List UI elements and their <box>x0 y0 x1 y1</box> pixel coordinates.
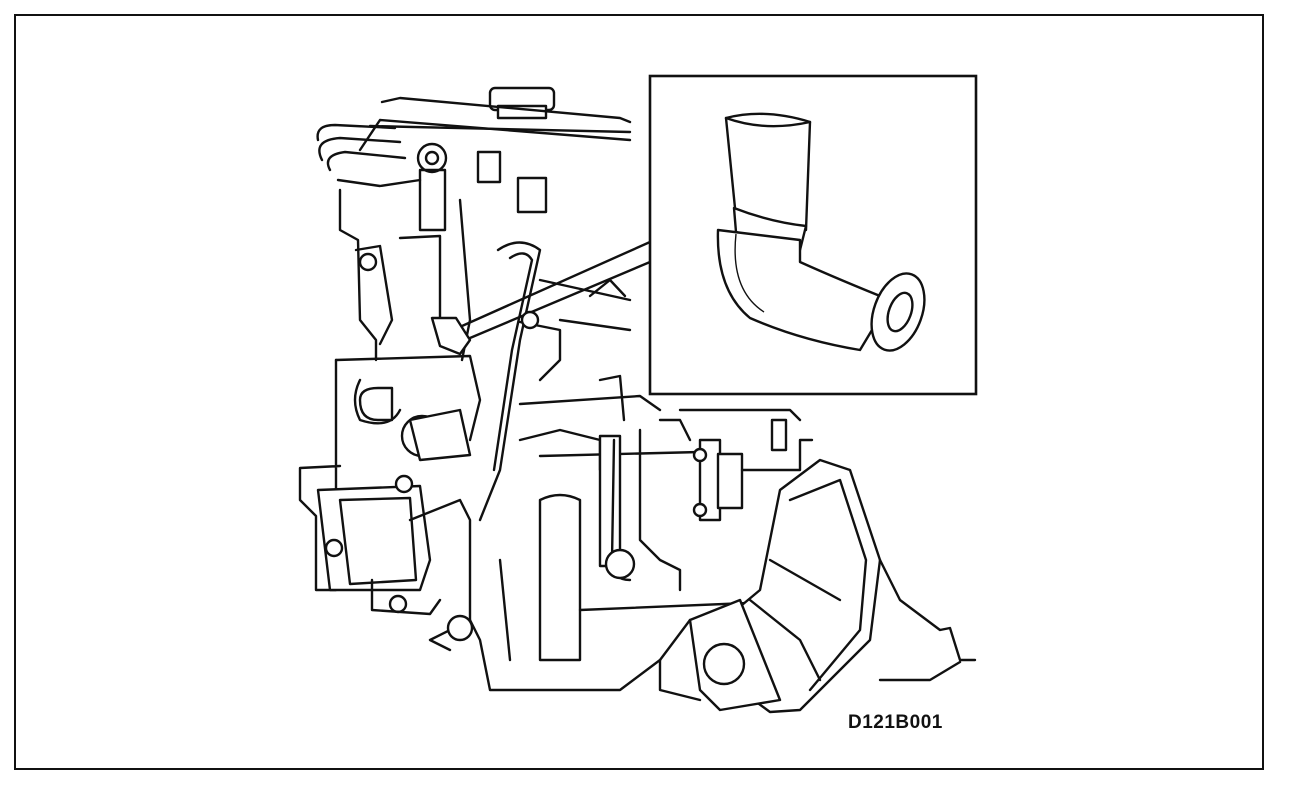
inset-detail-box <box>648 74 978 396</box>
engine-body <box>298 86 977 714</box>
reference-code-label: D121B001 <box>848 712 943 733</box>
hose-elbow-detail <box>716 112 926 352</box>
figure-border <box>14 14 1264 770</box>
